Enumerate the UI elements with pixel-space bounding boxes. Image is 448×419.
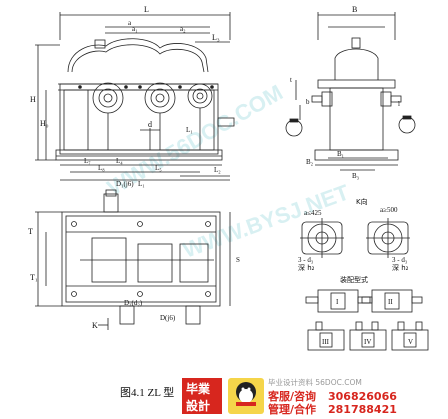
label-d3-right: 3 - d₃ bbox=[392, 256, 408, 264]
k-view-detail bbox=[300, 218, 410, 258]
figure-caption: 图4.1 ZL 型 bbox=[120, 385, 174, 399]
label-b: b bbox=[306, 98, 310, 106]
label-l: l bbox=[398, 100, 400, 108]
logo-line1: 毕業 bbox=[186, 381, 211, 396]
footer-site: 毕业设计资料 56DOC.COM bbox=[268, 377, 362, 387]
label-h2-right: 深 h₂ bbox=[392, 263, 409, 272]
service-label-2: 管理/合作 bbox=[268, 402, 316, 416]
label-a2: a₂ bbox=[180, 25, 186, 33]
side-view bbox=[285, 12, 416, 171]
label-d3-left: 3 - d₃ bbox=[298, 256, 314, 264]
label-S: S bbox=[236, 256, 240, 264]
label-L2: L₂ bbox=[214, 166, 221, 174]
label-B3: B₃ bbox=[352, 172, 360, 180]
label-B: B bbox=[352, 5, 357, 14]
label-D1: D₁(j6) bbox=[116, 180, 134, 188]
label-k-view: K向 bbox=[356, 197, 368, 206]
form-V: V bbox=[408, 338, 413, 346]
form-I: I bbox=[336, 298, 339, 306]
form-III: III bbox=[322, 338, 330, 346]
form-II: II bbox=[388, 298, 393, 306]
qq-number-2: 281788421 bbox=[328, 403, 397, 416]
assembly-forms bbox=[305, 289, 429, 351]
label-L1: L₁ bbox=[186, 126, 193, 134]
plan-view bbox=[35, 189, 231, 330]
logo-line2: 設計 bbox=[186, 398, 210, 413]
label-L4: L₄ bbox=[116, 157, 123, 165]
label-a1: a₁ bbox=[132, 25, 138, 33]
qq-number-1: 306826066 bbox=[328, 390, 397, 403]
label-T: T bbox=[28, 227, 33, 236]
label-d: d bbox=[148, 120, 152, 129]
watermark-2: WWW.BYSJ.NET bbox=[180, 179, 353, 262]
label-H: H bbox=[30, 95, 36, 104]
logo-badge bbox=[182, 378, 222, 414]
label-h2-left: 深 h₂ bbox=[298, 263, 315, 272]
service-label-1: 客服/咨询 bbox=[267, 389, 316, 403]
qq-icon bbox=[228, 378, 264, 414]
label-T1: T₁ bbox=[30, 273, 38, 282]
label-H0: H₀ bbox=[40, 119, 49, 128]
label-L5: L₅ bbox=[155, 164, 162, 172]
label-B1: B₁ bbox=[337, 150, 344, 158]
label-L1b: L₁ bbox=[138, 180, 145, 188]
label-B2: B₂ bbox=[306, 158, 314, 166]
label-L8: L₈ bbox=[98, 164, 105, 172]
front-view bbox=[35, 12, 235, 181]
label-assembly: 装配型式 bbox=[340, 275, 368, 284]
label-L: L bbox=[144, 5, 149, 14]
label-L7: L₇ bbox=[84, 157, 91, 165]
label-a: a bbox=[128, 19, 132, 27]
footer: 毕業 設計 毕业设计资料 56DOC.COM 客服/咨询 管理/合作 30682… bbox=[182, 377, 397, 416]
label-Dj6: D(j6) bbox=[160, 314, 176, 322]
label-t: t bbox=[290, 76, 292, 84]
label-a-ge-500: a≥500 bbox=[380, 206, 398, 214]
label-L3: L₃ bbox=[212, 33, 220, 42]
label-D2: D₂(d₂) bbox=[124, 299, 143, 307]
form-IV: IV bbox=[364, 338, 371, 346]
label-a-le-425: a≤425 bbox=[304, 209, 322, 217]
label-K: K bbox=[92, 321, 98, 330]
